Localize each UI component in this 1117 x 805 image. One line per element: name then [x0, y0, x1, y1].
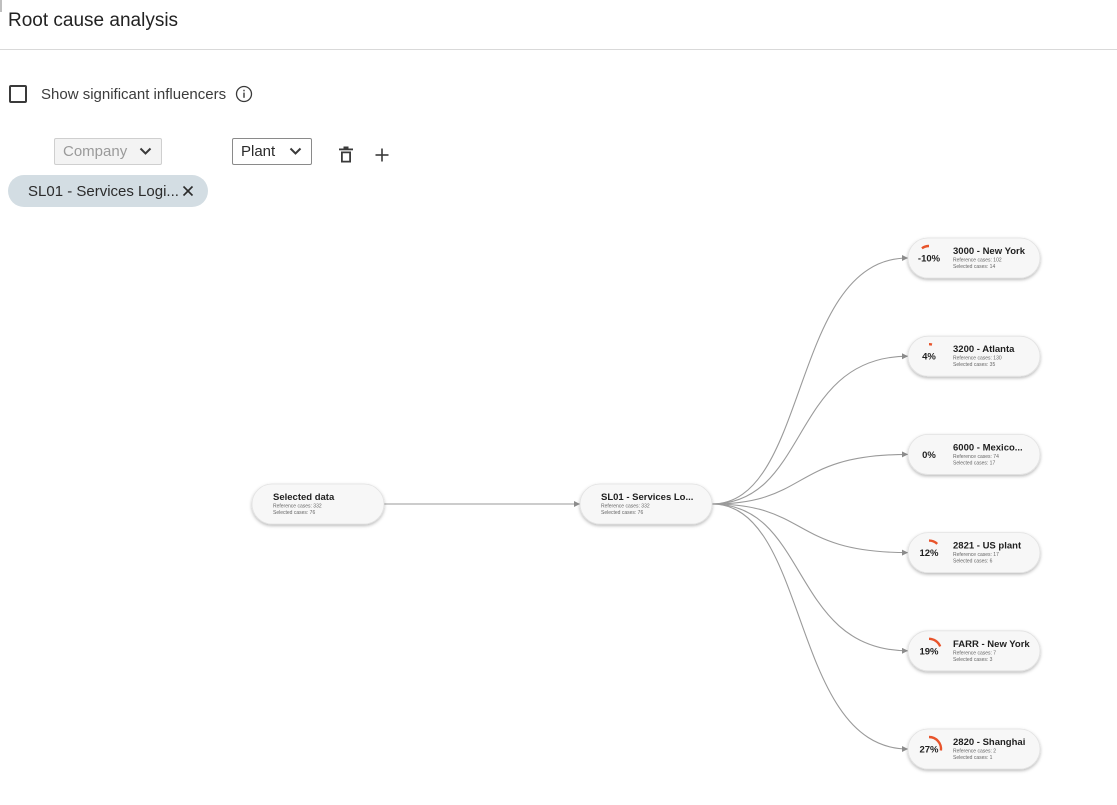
company-dropdown: Company: [54, 138, 162, 165]
node-body: [907, 433, 1041, 475]
node-title: 2820 - Shanghai: [953, 737, 1025, 748]
node-reference-cases: Reference cases: 332: [273, 504, 322, 510]
filter-chip-label: SL01 - Services Logi...: [28, 182, 179, 200]
plant-dropdown-label: Plant: [241, 143, 276, 160]
page-header: Root cause analysis: [0, 0, 1117, 50]
edge-middle-to-leaf: [711, 503, 909, 752]
deviation-percent: 12%: [919, 548, 939, 559]
node-title: 2821 - US plant: [953, 541, 1022, 552]
node-body: [579, 483, 713, 525]
node-body: [907, 630, 1041, 672]
edge-middle-to-leaf: [711, 503, 909, 556]
info-icon[interactable]: [235, 85, 253, 103]
node-title: Selected data: [273, 492, 335, 503]
deviation-percent: 4%: [922, 352, 936, 363]
node-body: [907, 532, 1041, 573]
edge-middle-to-leaf: [711, 255, 909, 505]
deviation-gauge-arc: [928, 735, 943, 751]
node-selected-cases: Selected cases: 6: [953, 559, 993, 565]
node-selected-cases: Selected cases: 17: [953, 460, 995, 466]
node-selected-cases: Selected cases: 76: [601, 510, 643, 516]
node-reference-cases: Reference cases: 332: [601, 504, 650, 510]
plant-dropdown[interactable]: Plant: [232, 138, 312, 165]
node-title: 6000 - Mexico...: [953, 442, 1023, 453]
node-reference-cases: Reference cases: 17: [953, 552, 999, 558]
graph-node-plant[interactable]: 6000 - Mexico...Reference cases: 74Selec…: [907, 433, 1041, 475]
node-selected-cases: Selected cases: 1: [953, 755, 993, 761]
deviation-percent: -10%: [918, 254, 941, 265]
company-dropdown-label: Company: [63, 143, 128, 160]
node-reference-cases: Reference cases: 102: [953, 258, 1002, 264]
header-edge-marker: [0, 0, 2, 12]
edge-middle-to-leaf: [711, 353, 909, 505]
node-reference-cases: Reference cases: 7: [953, 650, 996, 656]
chevron-down-icon: [139, 147, 152, 155]
node-selected-cases: Selected cases: 14: [953, 264, 995, 270]
significant-influencers-checkbox[interactable]: [9, 85, 27, 103]
node-title: 3000 - New York: [953, 246, 1026, 257]
node-reference-cases: Reference cases: 74: [953, 454, 999, 460]
filter-chip[interactable]: SL01 - Services Logi...: [8, 175, 208, 207]
page-title: Root cause analysis: [8, 10, 179, 31]
node-body: [907, 335, 1041, 377]
node-selected-cases: Selected cases: 3: [953, 657, 993, 663]
delete-icon[interactable]: [338, 146, 354, 164]
graph-edges: [384, 255, 909, 752]
node-selected-cases: Selected cases: 35: [953, 362, 995, 368]
node-body: [907, 728, 1041, 770]
node-reference-cases: Reference cases: 2: [953, 749, 996, 755]
graph-node-company[interactable]: SL01 - Services Lo...Reference cases: 33…: [579, 483, 713, 525]
node-title: SL01 - Services Lo...: [601, 492, 693, 503]
chevron-down-icon: [289, 147, 302, 155]
add-level-icon[interactable]: [374, 146, 390, 164]
close-icon[interactable]: [182, 185, 194, 197]
deviation-gauge-arc: [928, 637, 942, 647]
deviation-percent: 19%: [919, 646, 939, 657]
edge-middle-to-leaf: [711, 503, 909, 654]
edge-middle-to-leaf: [711, 451, 909, 505]
significant-influencers-toggle[interactable]: Show significant influencers: [9, 84, 253, 104]
deviation-gauge-arc: [921, 244, 930, 250]
node-title: 3200 - Atlanta: [953, 344, 1015, 355]
node-body: [251, 483, 385, 525]
node-reference-cases: Reference cases: 130: [953, 356, 1002, 362]
node-title: FARR - New York: [953, 639, 1030, 650]
significant-influencers-label: Show significant influencers: [41, 85, 227, 103]
node-body: [907, 237, 1041, 279]
deviation-gauge-arc: [928, 539, 939, 545]
node-selected-cases: Selected cases: 76: [273, 510, 315, 516]
deviation-percent: 0%: [922, 450, 936, 461]
deviation-percent: 27%: [919, 745, 939, 756]
